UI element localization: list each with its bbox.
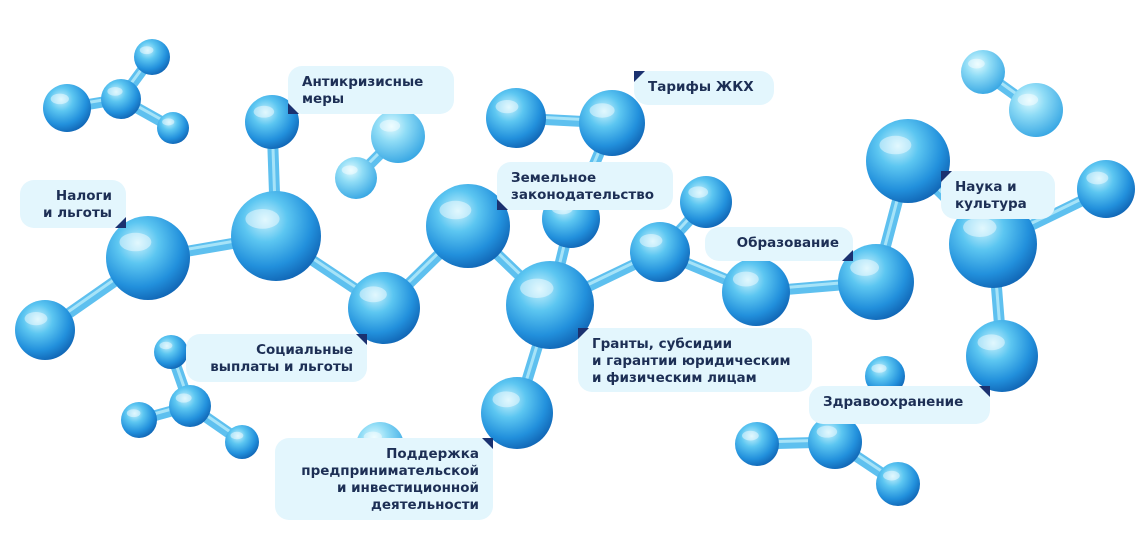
atom bbox=[1077, 160, 1135, 218]
label-anticrisis[interactable]: Антикризисные меры bbox=[288, 66, 454, 114]
atom-shine bbox=[871, 364, 887, 373]
pointer-icon bbox=[482, 438, 493, 449]
atom-shine bbox=[1086, 171, 1109, 185]
pointer-icon bbox=[356, 334, 367, 345]
atom bbox=[348, 272, 420, 344]
atom bbox=[680, 176, 732, 228]
label-taxes[interactable]: Налоги и льготы bbox=[20, 180, 126, 228]
atom bbox=[808, 415, 862, 469]
label-text: Образование bbox=[736, 235, 839, 251]
atom-shine bbox=[688, 186, 709, 198]
molecule-atoms bbox=[15, 39, 1135, 506]
pointer-icon bbox=[634, 71, 645, 82]
atom-shine bbox=[977, 334, 1005, 351]
atom-shine bbox=[139, 46, 154, 55]
label-text: Антикризисные меры bbox=[302, 74, 424, 107]
label-health[interactable]: Здравоохранение bbox=[809, 386, 990, 424]
atom-shine bbox=[119, 232, 152, 252]
atom-shine bbox=[162, 118, 175, 126]
atom-shine bbox=[732, 271, 759, 287]
label-business[interactable]: Поддержка предпринимательской и инвестиц… bbox=[275, 438, 493, 520]
atom-shine bbox=[495, 100, 519, 114]
atom-shine bbox=[520, 278, 554, 298]
atom bbox=[371, 109, 425, 163]
atom-shine bbox=[341, 165, 358, 175]
atom bbox=[1009, 83, 1063, 137]
atom bbox=[134, 39, 170, 75]
atom bbox=[43, 84, 91, 132]
atom bbox=[630, 222, 690, 282]
label-text: Поддержка предпринимательской и инвестиц… bbox=[301, 446, 479, 513]
atom bbox=[961, 50, 1005, 94]
pointer-icon bbox=[578, 328, 589, 339]
atom bbox=[154, 335, 188, 369]
atom bbox=[245, 95, 299, 149]
atom-shine bbox=[439, 200, 472, 220]
atom-shine bbox=[175, 393, 192, 403]
atom-shine bbox=[968, 58, 985, 69]
pointer-icon bbox=[941, 171, 952, 182]
label-text: Налоги и льготы bbox=[43, 188, 112, 221]
atom-shine bbox=[816, 425, 838, 438]
atom bbox=[106, 216, 190, 300]
label-text: Социальные выплаты и льготы bbox=[210, 342, 353, 375]
atom-shine bbox=[230, 431, 244, 440]
atom bbox=[231, 191, 321, 281]
atom-shine bbox=[879, 135, 912, 155]
atom bbox=[579, 90, 645, 156]
atom-shine bbox=[963, 217, 997, 237]
pointer-icon bbox=[115, 217, 126, 228]
atom-shine bbox=[253, 105, 275, 118]
label-grants[interactable]: Гранты, субсидии и гарантии юридическим … bbox=[578, 328, 812, 392]
atom bbox=[101, 79, 141, 119]
atom-shine bbox=[883, 470, 900, 481]
atom bbox=[169, 385, 211, 427]
atom bbox=[866, 119, 950, 203]
label-text: Гранты, субсидии и гарантии юридическим … bbox=[592, 336, 791, 386]
atom bbox=[481, 377, 553, 449]
atom bbox=[15, 300, 75, 360]
label-text: Тарифы ЖКХ bbox=[648, 79, 754, 95]
atom bbox=[225, 425, 259, 459]
atom bbox=[966, 320, 1038, 392]
label-text: Здравоохранение bbox=[823, 394, 964, 410]
atom bbox=[838, 244, 914, 320]
atom-shine bbox=[1017, 93, 1039, 106]
atom bbox=[722, 258, 790, 326]
atom-shine bbox=[50, 93, 69, 105]
atom bbox=[949, 200, 1037, 288]
atom-shine bbox=[379, 119, 401, 132]
atom-shine bbox=[850, 259, 880, 276]
label-text: Земельное законодательство bbox=[511, 170, 655, 203]
atom bbox=[335, 157, 377, 199]
atom-shine bbox=[159, 341, 173, 350]
label-social[interactable]: Социальные выплаты и льготы bbox=[186, 334, 367, 382]
atom-shine bbox=[24, 312, 48, 326]
atom-shine bbox=[245, 209, 280, 229]
atom bbox=[426, 184, 510, 268]
pointer-icon bbox=[497, 199, 508, 210]
atom bbox=[506, 261, 594, 349]
label-science[interactable]: Наука и культура bbox=[941, 171, 1055, 219]
atom-shine bbox=[589, 103, 615, 118]
pointer-icon bbox=[288, 103, 299, 114]
atom-shine bbox=[107, 87, 123, 96]
atom-shine bbox=[492, 391, 520, 408]
pointer-icon bbox=[842, 250, 853, 261]
atom bbox=[735, 422, 779, 466]
atom bbox=[486, 88, 546, 148]
atom bbox=[121, 402, 157, 438]
atom bbox=[157, 112, 189, 144]
pointer-icon bbox=[979, 386, 990, 397]
label-education[interactable]: Образование bbox=[705, 227, 853, 261]
label-text: Наука и культура bbox=[955, 179, 1027, 212]
atom-shine bbox=[742, 430, 759, 441]
label-land[interactable]: Земельное законодательство bbox=[497, 162, 673, 210]
label-tariffs[interactable]: Тарифы ЖКХ bbox=[634, 71, 774, 105]
atom-shine bbox=[359, 286, 387, 303]
atom bbox=[876, 462, 920, 506]
atom-shine bbox=[126, 409, 141, 418]
atom-shine bbox=[639, 234, 663, 248]
